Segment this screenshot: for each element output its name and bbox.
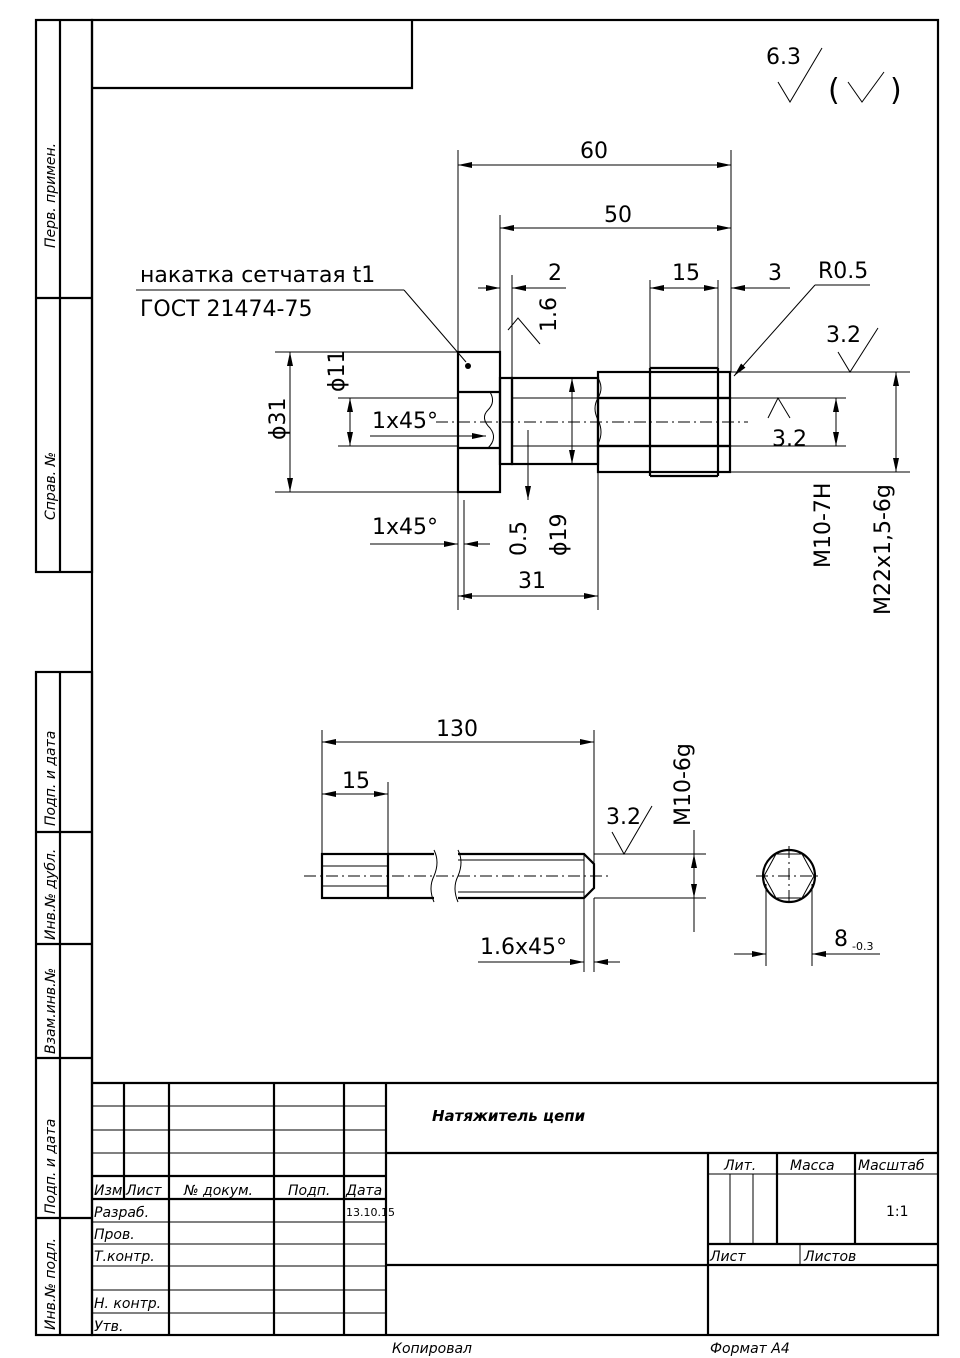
tb-lit: Лит. [723, 1158, 756, 1174]
dim-phi19: ϕ19 [547, 513, 572, 556]
side-label-inv-dubl: Инв.№ дубл. [43, 849, 59, 940]
tb-n-kontr: Н. контр. [94, 1296, 161, 1312]
dim-15-stud: 15 [342, 769, 370, 794]
section-wall-lower [596, 444, 732, 474]
roughness-32-outer: 3.2 [826, 323, 861, 348]
tb-no-dokum: № докум. [183, 1183, 253, 1199]
dim-r05: R0.5 [818, 259, 868, 284]
roughness-32-stud: 3.2 [606, 805, 641, 830]
tb-prov: Пров. [94, 1227, 135, 1243]
sheet-frame [34, 18, 940, 1337]
tb-data: Дата [345, 1183, 382, 1199]
dim-16x45: 1.6x45° [480, 935, 567, 960]
side-label-podp-data-1: Подп. и дата [43, 731, 59, 826]
side-label-inv-podl: Инв.№ подл. [43, 1238, 59, 1330]
tb-scale: 1:1 [886, 1204, 909, 1220]
tb-date-value: 13.10.15 [346, 1206, 395, 1219]
roughness-general: 6.3 ( ) [766, 45, 902, 108]
dim-1x45-outer: 1x45° [372, 515, 438, 540]
footer-format: Формат А4 [710, 1341, 790, 1357]
dim-60: 60 [580, 139, 608, 164]
knurl-note-line1: накатка сетчатая t1 [140, 263, 375, 288]
dim-phi31: ϕ31 [266, 397, 291, 440]
tb-podp: Подп. [288, 1183, 330, 1199]
knurl-note-line2: ГОСТ 21474-75 [140, 297, 312, 322]
tb-list: Лист [125, 1183, 162, 1199]
dim-3: 3 [768, 261, 782, 286]
dim-m10-7h: M10-7H [811, 483, 836, 568]
part2-dimensions: 130 15 3.2 M10-6g 1.6x45° 8 -0.3 [321, 717, 880, 972]
dim-m10-6g: M10-6g [671, 743, 696, 826]
part1-drawing [436, 350, 748, 494]
drawing-title: Натяжитель цепи [432, 1107, 586, 1125]
tb-razrab: Разраб. [94, 1205, 149, 1221]
side-label-podp-data-2: Подп. и дата [43, 1119, 59, 1214]
roughness-bracket-close: ) [890, 73, 902, 108]
side-label-sprav-no: Справ. № [43, 452, 59, 520]
dim-8-tolerance: -0.3 [852, 940, 873, 953]
side-label-vzam-inv: Взам.инв.№ [43, 968, 59, 1054]
tb-utv: Утв. [94, 1319, 123, 1335]
roughness-16: 1.6 [537, 297, 562, 332]
roughness-bracket-open: ( [828, 73, 840, 108]
tb-t-kontr: Т.контр. [94, 1249, 155, 1265]
section-wall-upper [596, 370, 732, 400]
dim-phi11: ϕ11 [325, 349, 350, 392]
dim-15: 15 [672, 261, 700, 286]
dim-50: 50 [604, 203, 632, 228]
dim-8: 8 [834, 927, 848, 952]
roughness-value: 6.3 [766, 45, 801, 70]
tb-izm: Изм. [94, 1183, 127, 1199]
dim-2: 2 [548, 261, 562, 286]
part1-dimensions: 60 50 2 15 3 R0.5 1.6 3.2 3.2 [136, 139, 910, 615]
dim-1x45-inner: 1x45° [372, 409, 438, 434]
side-label-perv-primen: Перв. примен. [43, 143, 59, 248]
dim-m22: M22x1,5-6g [871, 484, 896, 615]
tb-listov: Листов [803, 1249, 856, 1265]
tb-list-2: Лист [709, 1249, 746, 1265]
dim-05: 0.5 [507, 521, 532, 556]
roughness-32-bore: 3.2 [772, 427, 807, 452]
dim-130: 130 [436, 717, 478, 742]
tb-masshtab: Масштаб [858, 1158, 925, 1174]
footer-kopiroval: Копировал [392, 1341, 472, 1357]
dim-31: 31 [518, 569, 546, 594]
title-block [92, 1081, 938, 1335]
part2-drawing [304, 846, 822, 906]
tb-massa: Масса [790, 1158, 835, 1174]
